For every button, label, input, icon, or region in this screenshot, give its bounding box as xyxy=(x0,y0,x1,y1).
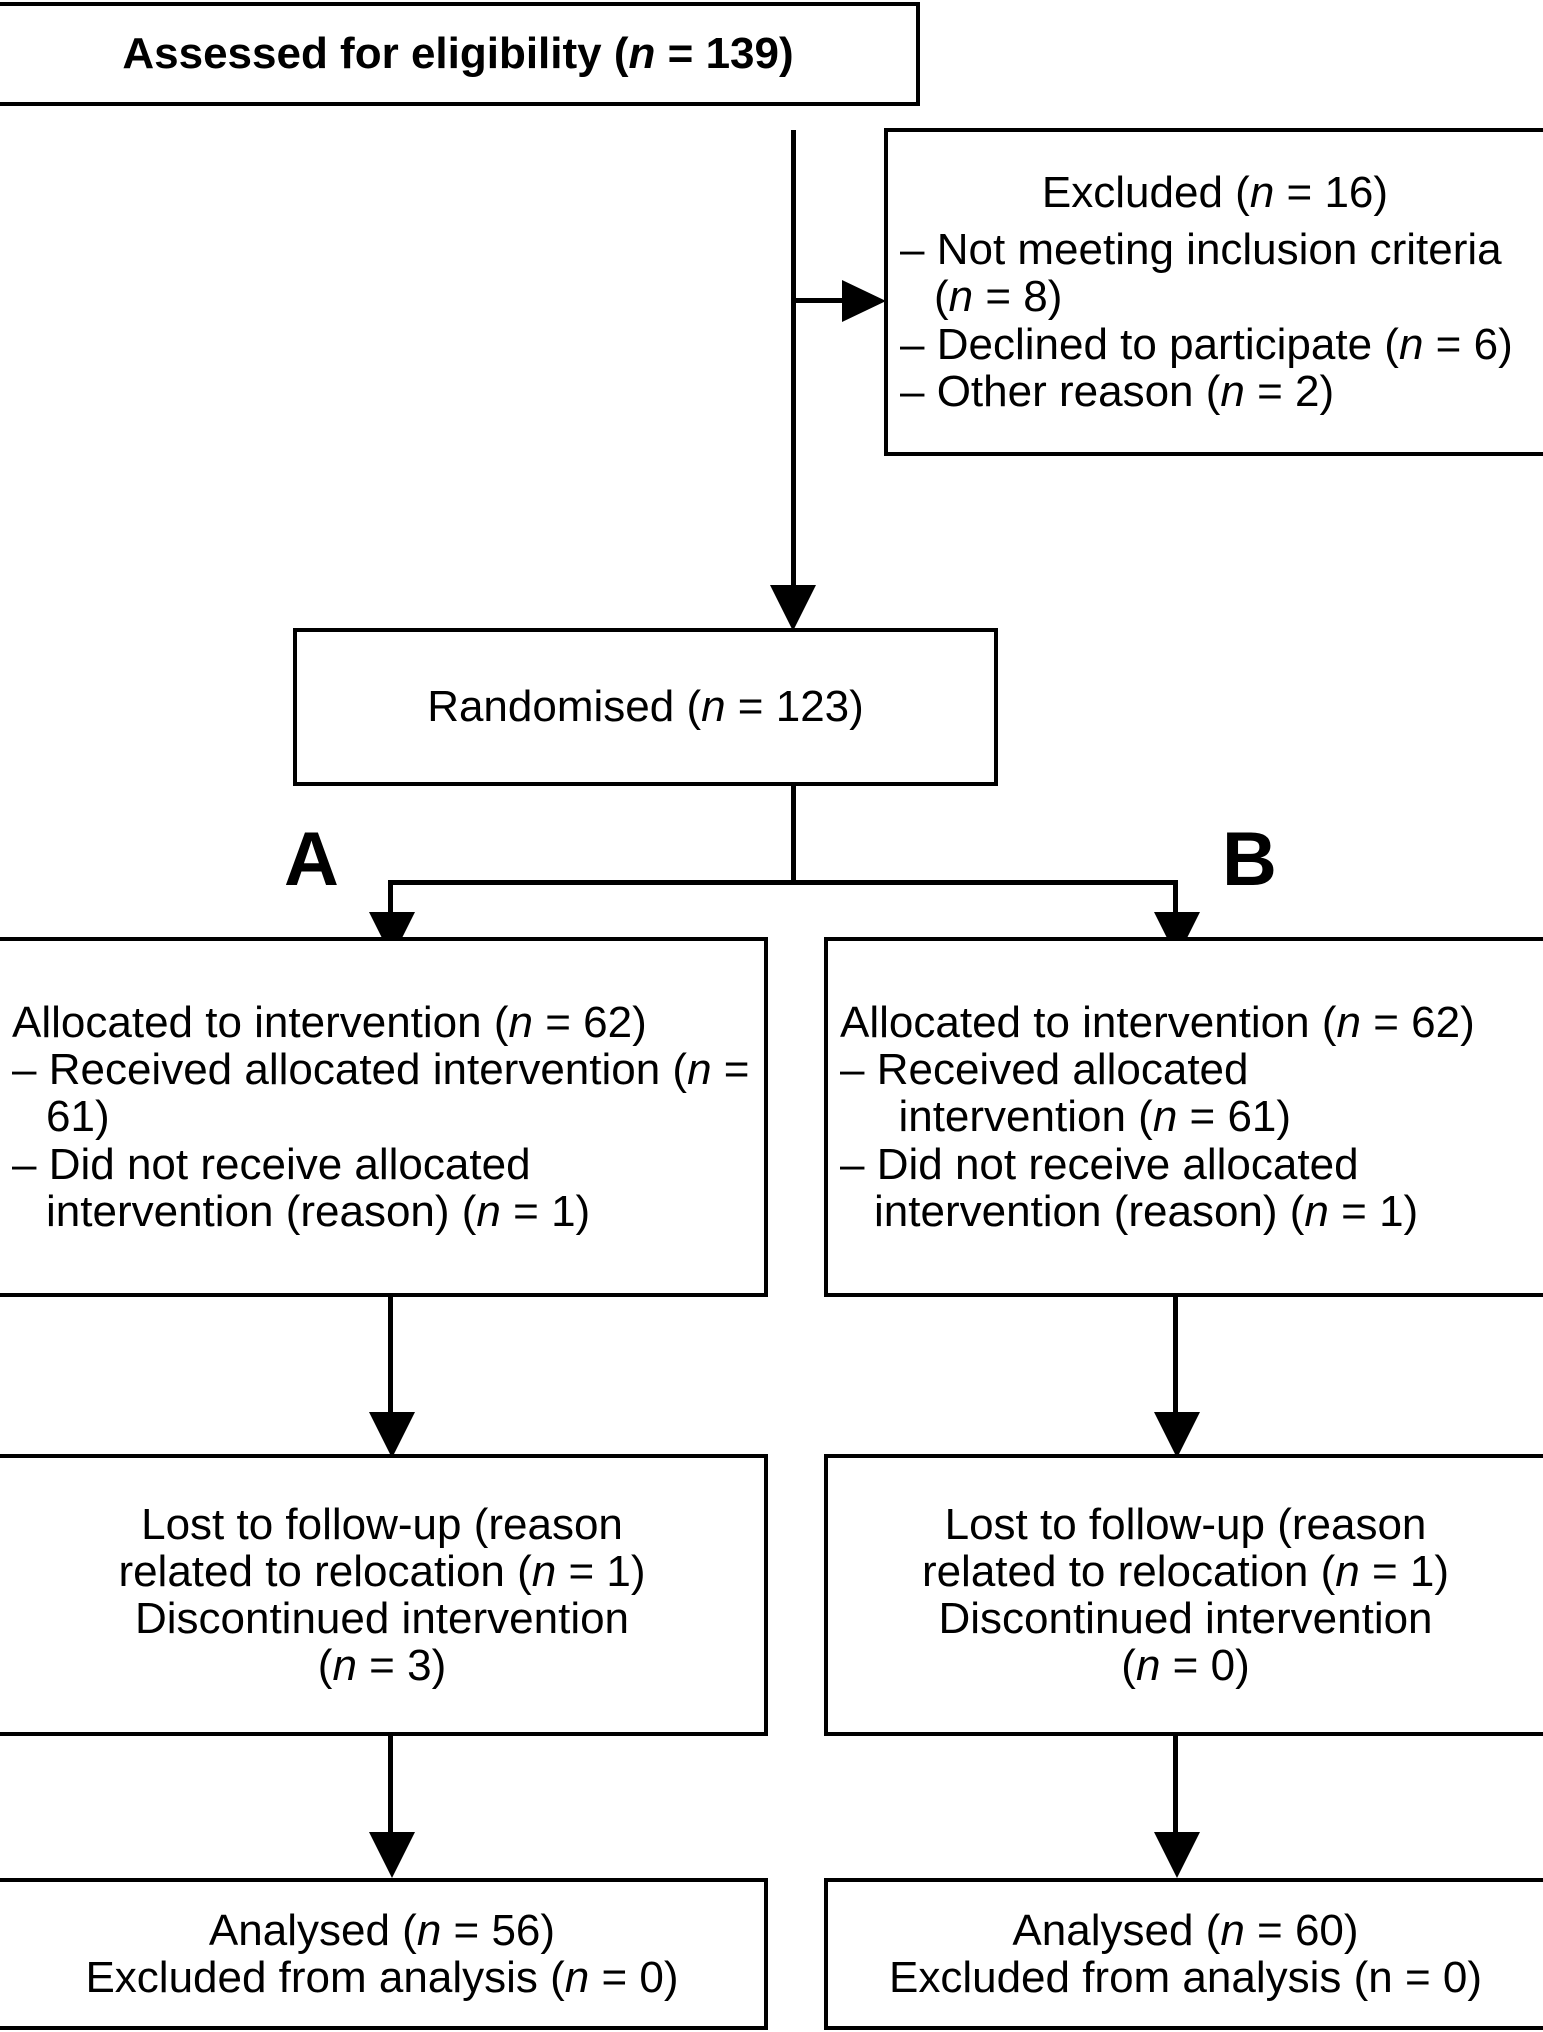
left-excluded-line: Excluded from analysis (n = 0) xyxy=(85,1953,679,2002)
dash-glyph: – xyxy=(840,1045,865,1095)
dash-glyph: – xyxy=(900,225,925,275)
right-followup-line: (n = 0) xyxy=(1121,1641,1250,1691)
right-analysed-line: Analysed (n = 60) xyxy=(1012,1905,1359,1955)
left-followup-line: (n = 3) xyxy=(317,1641,447,1691)
left-allocation-item: – Did not receive allocated intervention… xyxy=(12,1139,591,1236)
excluded-n-value: 16 xyxy=(1324,168,1374,218)
dash-glyph: – xyxy=(12,1139,37,1189)
right-analysis-box: Analysed (n = 60) Excluded from analysis… xyxy=(824,1878,1543,2030)
right-discontinued-n-value: 0 xyxy=(1210,1641,1236,1691)
branch-label-a: A xyxy=(284,817,339,902)
left-followup-box: Lost to follow-up (reason related to rel… xyxy=(0,1454,768,1736)
connector-to-excluded xyxy=(793,298,853,303)
excluded-reason-item: – Declined to participate (n = 6) xyxy=(900,319,1513,369)
left-analysis-excluded-n-value: 0 xyxy=(639,1953,664,2002)
dash-glyph: – xyxy=(900,319,925,369)
arrowhead-to-right-followup xyxy=(1154,1412,1200,1458)
left-followup-line: Lost to follow-up (reason xyxy=(141,1499,623,1549)
connector-assessed-to-randomised xyxy=(791,130,796,610)
right-allocation-heading: Allocated to intervention (n = 62) xyxy=(840,998,1475,1048)
arrowhead-to-excluded xyxy=(842,280,886,322)
right-not-received-n-value: 1 xyxy=(1379,1186,1404,1236)
arrowhead-to-right-analysis xyxy=(1154,1832,1200,1878)
connector-left-arm-drop xyxy=(388,880,393,922)
excluded-reason-item: – Not meeting inclusion criteria (n = 8) xyxy=(900,225,1502,322)
arrowhead-to-left-followup xyxy=(369,1412,415,1458)
connector-left-followup-to-analysis xyxy=(388,1736,393,1856)
right-followup-box: Lost to follow-up (reason related to rel… xyxy=(824,1454,1543,1736)
connector-right-allocation-to-followup xyxy=(1173,1297,1178,1417)
connector-randomised-stem xyxy=(791,786,796,883)
connector-left-allocation-to-followup xyxy=(388,1297,393,1417)
right-allocation-item: – Did not receive allocated intervention… xyxy=(840,1139,1419,1236)
dash-glyph: – xyxy=(12,1045,37,1095)
right-allocated-n-value: 62 xyxy=(1411,998,1461,1048)
right-analysed-n-value: 60 xyxy=(1294,1905,1344,1955)
dash-glyph: – xyxy=(900,366,925,416)
assessed-for-eligibility-text: Assessed for eligibility (n = 139) xyxy=(122,29,794,79)
assessed-n-value: 139 xyxy=(705,29,779,79)
left-allocation-heading: Allocated to intervention (n = 62) xyxy=(12,998,647,1048)
left-analysis-box: Analysed (n = 56) Excluded from analysis… xyxy=(0,1878,768,2030)
right-analysis-excluded-n-value: 0 xyxy=(1442,1953,1468,2002)
randomised-text: Randomised (n = 123) xyxy=(427,682,864,732)
assessed-for-eligibility-box: Assessed for eligibility (n = 139) xyxy=(0,2,920,106)
excluded-reason-item: – Other reason (n = 2) xyxy=(900,366,1335,416)
excluded-reason-n-value: 6 xyxy=(1473,319,1499,369)
connector-right-followup-to-analysis xyxy=(1173,1736,1178,1856)
right-received-n-value: 61 xyxy=(1227,1092,1277,1142)
excluded-reason-n-value: 8 xyxy=(1023,272,1048,322)
left-allocated-n-value: 62 xyxy=(583,998,633,1048)
left-not-received-n-value: 1 xyxy=(551,1186,576,1236)
right-excluded-line: Excluded from analysis (n = 0) xyxy=(888,1953,1483,2002)
left-analysed-n-value: 56 xyxy=(491,1905,541,1955)
left-discontinued-n-value: 3 xyxy=(407,1641,432,1691)
connector-right-arm-drop xyxy=(1173,880,1178,922)
arrowhead-to-left-analysis xyxy=(369,1832,415,1878)
left-followup-line: related to relocation (n = 1) xyxy=(118,1546,646,1596)
excluded-heading: Excluded (n = 16) xyxy=(1041,168,1389,218)
right-allocation-item: – Received allocated intervention (n = 6… xyxy=(840,1045,1292,1142)
right-lost-n-value: 1 xyxy=(1409,1546,1435,1596)
right-followup-line: Discontinued intervention xyxy=(938,1594,1433,1643)
left-received-n-value: 61 xyxy=(46,1092,95,1142)
randomised-box: Randomised (n = 123) xyxy=(293,628,998,786)
right-followup-line: Lost to follow-up (reason xyxy=(944,1499,1427,1549)
dash-glyph: – xyxy=(840,1139,865,1189)
left-lost-n-value: 1 xyxy=(606,1546,631,1596)
excluded-box: Excluded (n = 16) – Not meeting inclusio… xyxy=(884,128,1543,456)
right-allocation-box: Allocated to intervention (n = 62) – Rec… xyxy=(824,937,1543,1297)
left-allocation-item: – Received allocated intervention (n = 6… xyxy=(12,1045,750,1142)
left-allocation-box: Allocated to intervention (n = 62) – Rec… xyxy=(0,937,768,1297)
excluded-reason-n-value: 2 xyxy=(1295,366,1320,416)
randomised-n-value: 123 xyxy=(775,682,850,732)
left-followup-line: Discontinued intervention xyxy=(134,1594,630,1643)
left-analysed-line: Analysed (n = 56) xyxy=(208,1905,556,1955)
branch-label-b: B xyxy=(1222,817,1277,902)
right-followup-line: related to relocation (n = 1) xyxy=(921,1546,1450,1596)
connector-allocation-crossbar xyxy=(388,880,1178,885)
arrowhead-to-randomised xyxy=(770,585,816,631)
